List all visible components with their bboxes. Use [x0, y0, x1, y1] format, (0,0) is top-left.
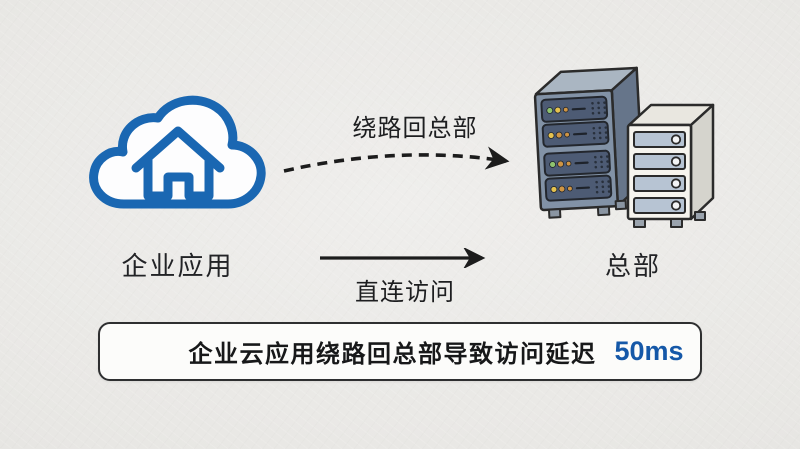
caption-box: 企业云应用绕路回总部导致访问延迟 50ms: [98, 322, 702, 381]
server-rack-icon: [533, 66, 715, 228]
detour-arrow-label: 绕路回总部: [352, 115, 478, 142]
app-node-label: 企业应用: [121, 251, 234, 281]
caption-text: 企业云应用绕路回总部导致访问延迟: [188, 341, 597, 368]
direct-solid-arrow-icon: [320, 248, 486, 268]
detour-dashed-arrow-icon: [283, 146, 510, 173]
latency-value: 50ms: [614, 336, 684, 366]
hq-node-label: 总部: [604, 251, 661, 281]
cloud-home-icon: [89, 95, 266, 209]
direct-arrow-label: 直连访问: [355, 279, 455, 306]
